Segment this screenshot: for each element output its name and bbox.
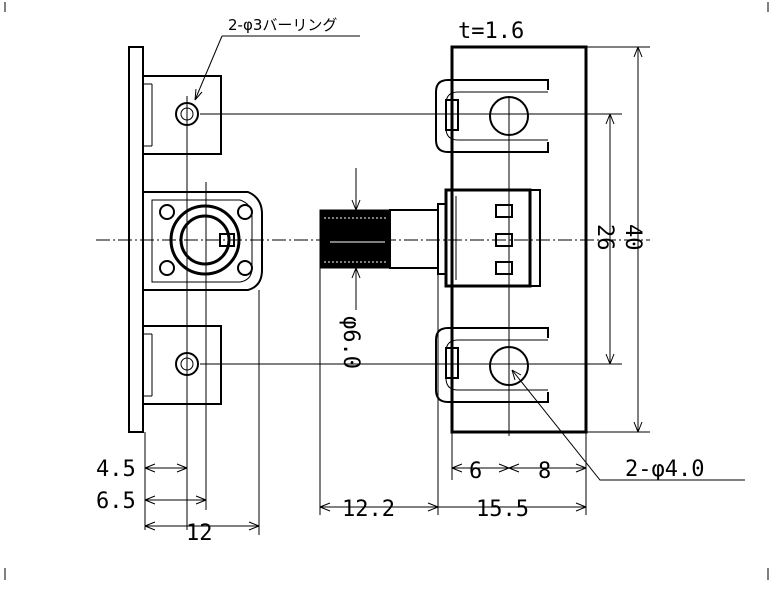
shaft-diameter-label: φ6.0 (338, 316, 363, 369)
pot-mount-hole (159, 204, 175, 220)
dim-6-5: 6.5 (96, 489, 136, 514)
pot-mount-hole (237, 204, 253, 220)
dim-15-5: 15.5 (476, 497, 529, 522)
knurled-shaft (319, 209, 391, 269)
bottom-tab (142, 325, 222, 405)
pot-side (444, 188, 532, 288)
thickness-note: t=1.6 (458, 19, 524, 44)
dim-6: 6 (469, 459, 482, 484)
dim-40: 40 (620, 224, 645, 251)
dim-26: 26 (592, 224, 617, 251)
top-clip (435, 79, 549, 153)
dimension-lines (144, 35, 745, 535)
center-lines (96, 96, 650, 530)
burring-note: 2-φ3バーリング (228, 16, 337, 34)
dim-4-5: 4.5 (96, 457, 136, 482)
shaft-view (319, 203, 447, 275)
pot-mount-hole (237, 260, 253, 276)
holes-note: 2-φ4.0 (625, 457, 704, 482)
shaft-bushing (389, 209, 439, 269)
pot-mount-hole (159, 260, 175, 276)
dim-8: 8 (538, 459, 551, 484)
annotations: 2-φ3バーリング t=1.6 2-φ4.0 φ6.0 4.5 6.5 12 1… (96, 16, 704, 546)
bottom-clip (435, 327, 549, 403)
dim-12: 12 (186, 521, 213, 546)
top-tab (142, 75, 222, 155)
corner-marks (4, 2, 769, 580)
pot-body (142, 191, 263, 291)
dim-12-2: 12.2 (342, 497, 395, 522)
